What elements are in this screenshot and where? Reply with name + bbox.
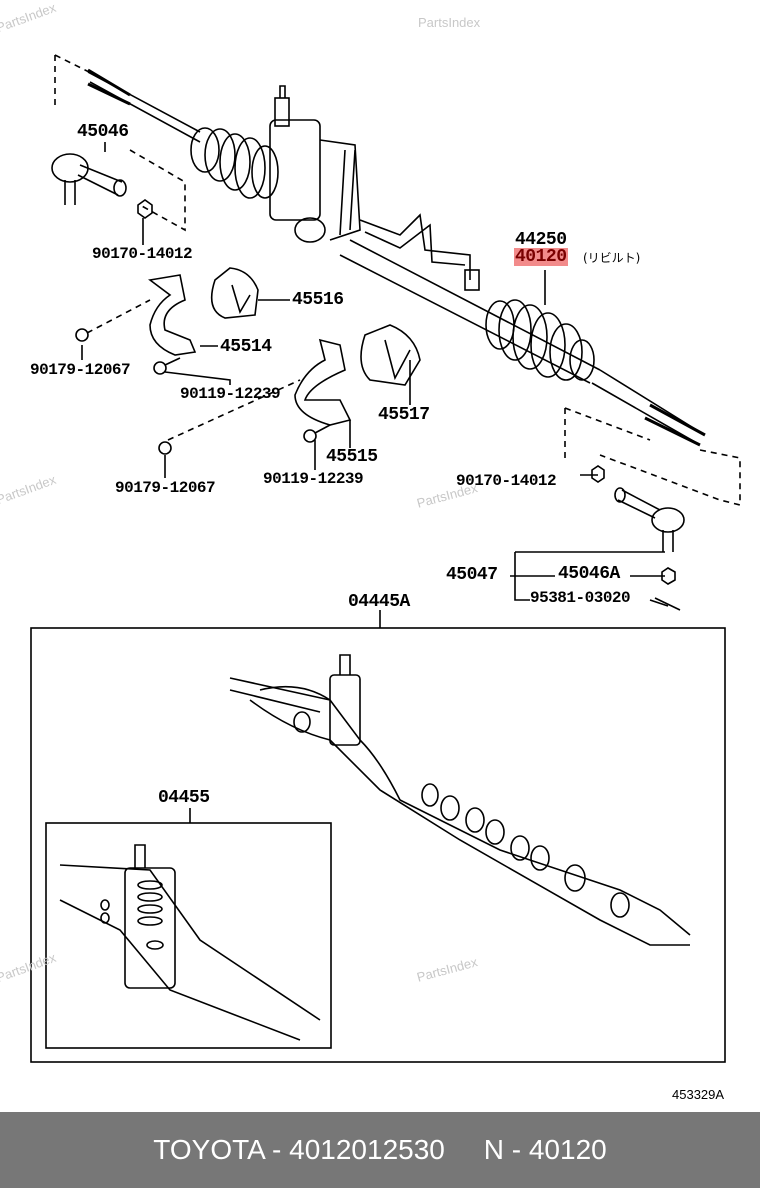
watermark: PartsIndex: [418, 15, 481, 30]
right-boot: [485, 299, 595, 381]
part-label-90170-14012[interactable]: 90170-14012: [456, 472, 557, 490]
kit-04455-parts: [59, 844, 321, 1041]
part-label-90170-14012[interactable]: 90170-14012: [92, 245, 193, 263]
part-label-90179-12067[interactable]: 90179-12067: [115, 479, 216, 497]
diagram-code: 453329A: [672, 1087, 725, 1102]
gear-housing: [269, 85, 480, 291]
part-label-45514[interactable]: 45514: [220, 337, 272, 357]
kit-04445A-parts: [229, 654, 691, 946]
part-label-40120-highlighted[interactable]: 40120: [514, 247, 568, 267]
part-label-45046[interactable]: 45046: [77, 122, 129, 142]
bracket-45515: [158, 338, 352, 455]
footer-bar: TOYOTA - 4012012530 N - 40120: [0, 1112, 760, 1188]
part-label-95381-03020[interactable]: 95381-03020: [530, 589, 631, 607]
steering-rack-diagram: [30, 54, 741, 1063]
part-label-45046A[interactable]: 45046A: [558, 564, 620, 584]
steering-rack-assembly: [87, 68, 706, 447]
part-label-90179-12067[interactable]: 90179-12067: [30, 361, 131, 379]
part-label-90119-12239[interactable]: 90119-12239: [180, 385, 281, 403]
kit-04455-box: [45, 822, 332, 1049]
part-label-45517[interactable]: 45517: [378, 405, 430, 425]
rebuilt-note: (リビルト): [583, 251, 641, 265]
part-label-04455[interactable]: 04455: [158, 788, 210, 808]
bushing-45517: [360, 324, 421, 386]
footer-text: TOYOTA - 4012012530 N - 40120: [153, 1134, 607, 1165]
part-label-04445A[interactable]: 04445A: [348, 592, 410, 612]
kit-04445A-box: [30, 627, 726, 1063]
part-label-45047[interactable]: 45047: [446, 565, 498, 585]
right-tie-rod-end: [591, 465, 685, 611]
part-label-45515[interactable]: 45515: [326, 447, 378, 467]
left-boot: [190, 127, 279, 199]
left-tie-rod-end: [51, 153, 153, 219]
part-label-90119-12239[interactable]: 90119-12239: [263, 470, 364, 488]
part-label-44250[interactable]: 44250: [515, 230, 567, 250]
part-label-45516[interactable]: 45516: [292, 290, 344, 310]
bracket-45514: [75, 274, 197, 375]
bushing-45516: [210, 267, 259, 319]
